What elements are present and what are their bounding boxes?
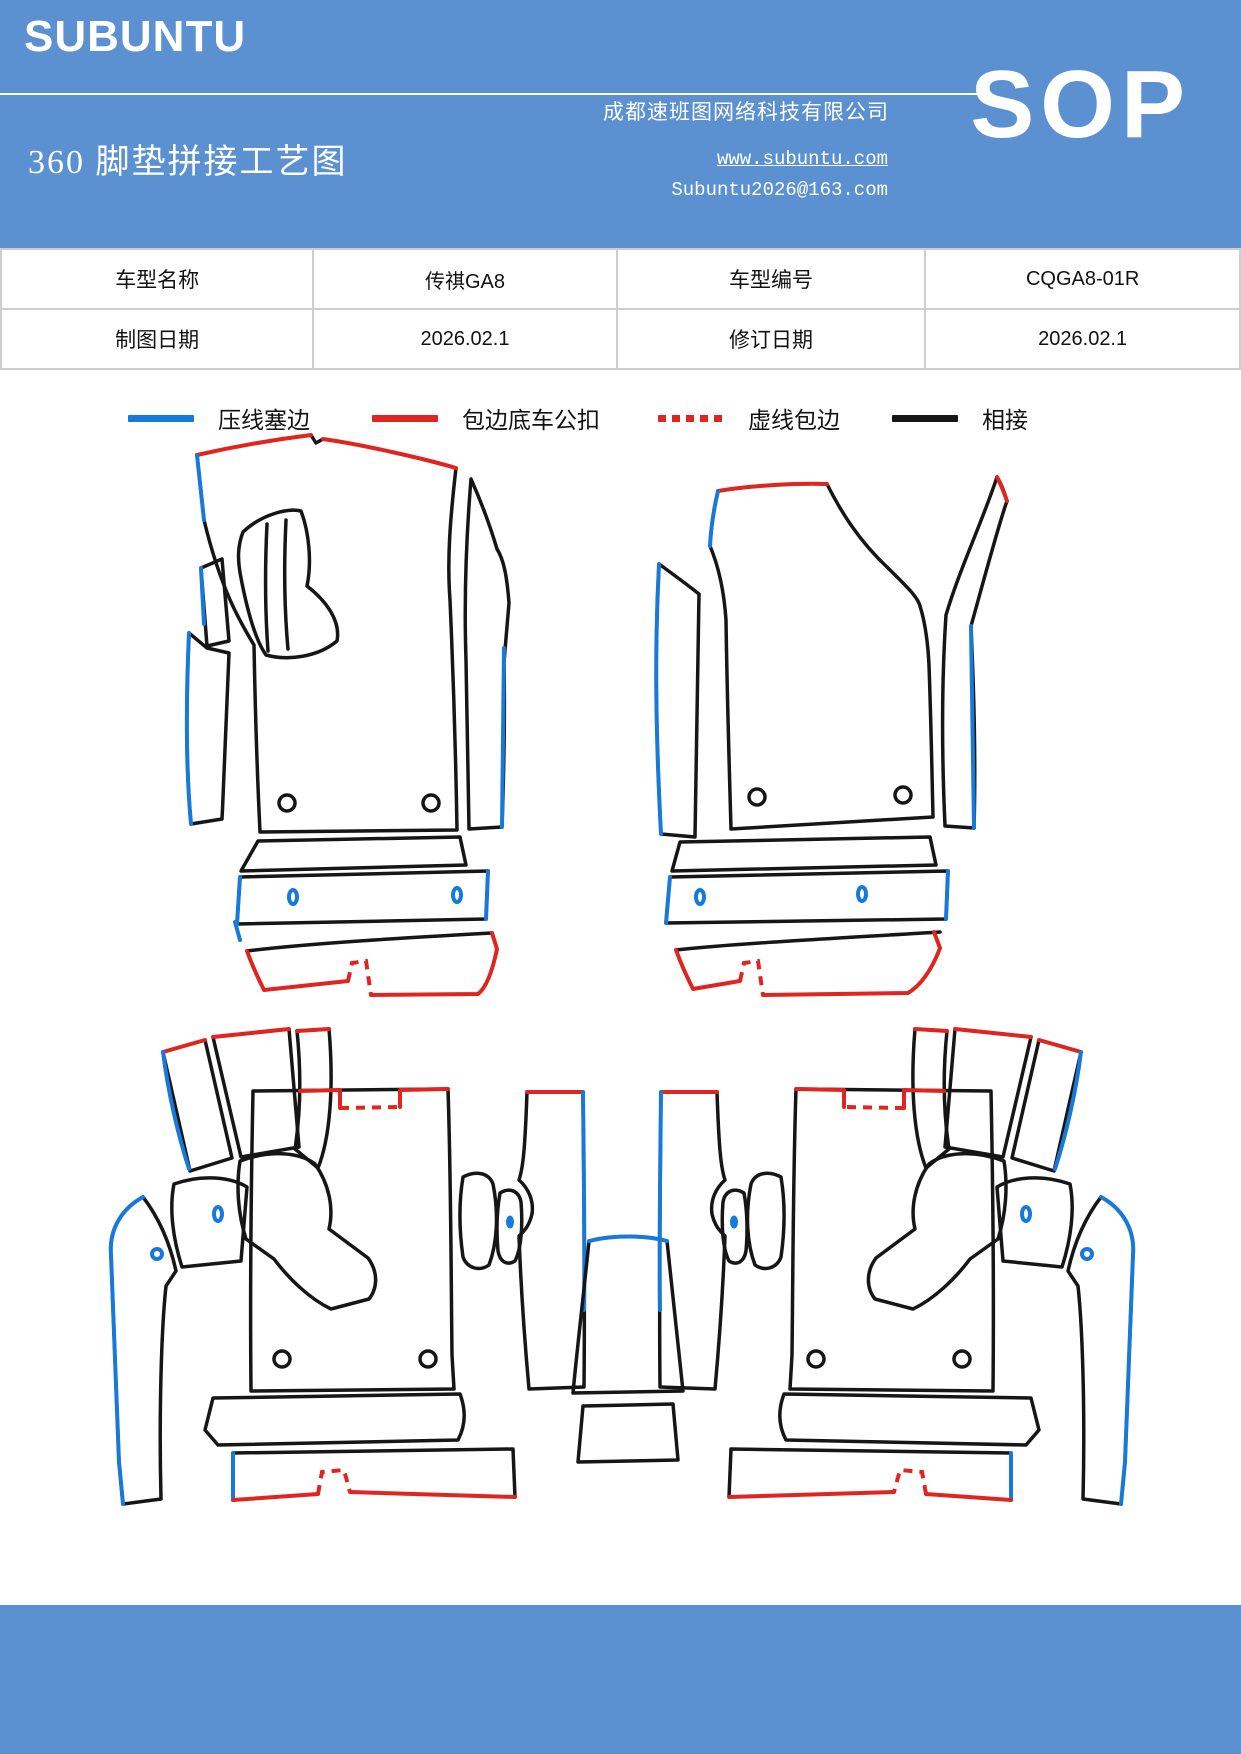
line-type-legend: 压线塞边 包边底车公扣 虚线包边 相接 <box>0 400 1241 436</box>
legend-item-bind-edge: 包边底车公扣 <box>372 400 600 436</box>
draw-date-label: 制图日期 <box>0 308 315 370</box>
revise-date-value: 2026.02.1 <box>924 308 1241 370</box>
model-name-value: 传祺GA8 <box>312 248 618 310</box>
black-line-swatch <box>892 414 958 422</box>
front-right-mat-drawing <box>654 475 1009 997</box>
legend-label: 包边底车公扣 <box>462 408 600 433</box>
legend-item-join: 相接 <box>892 400 1028 436</box>
header-divider <box>0 93 992 95</box>
revise-date-label: 修订日期 <box>615 308 927 370</box>
legend-item-dashed-edge: 虚线包边 <box>658 400 840 436</box>
table-row: 制图日期 2026.02.1 修订日期 2026.02.1 <box>0 308 1241 370</box>
sop-badge: SOP <box>970 51 1191 158</box>
footer-band: 成都速班图网络科技有限公司 www. subuntu. com <box>0 1605 1241 1754</box>
legend-item-press-edge: 压线塞边 <box>128 400 310 436</box>
rear-right-mat-drawing <box>657 1027 1136 1506</box>
brand-logo: SUBUNTU <box>24 12 247 61</box>
front-left-mat-drawing <box>184 433 511 997</box>
email-address: Subuntu2026@163.com <box>671 179 888 201</box>
model-code-label: 车型编号 <box>615 248 927 310</box>
legend-label: 压线塞边 <box>218 408 310 433</box>
table-row: 车型名称 传祺GA8 车型编号 CQGA8-01R <box>0 248 1241 310</box>
red-dashed-swatch <box>658 414 724 422</box>
legend-label: 虚线包边 <box>748 408 840 433</box>
vehicle-info-table: 车型名称 传祺GA8 车型编号 CQGA8-01R 制图日期 2026.02.1… <box>0 248 1241 370</box>
model-code-value: CQGA8-01R <box>924 248 1241 310</box>
blue-line-swatch <box>128 414 194 422</box>
red-line-swatch <box>372 414 438 422</box>
legend-label: 相接 <box>982 408 1028 433</box>
model-name-label: 车型名称 <box>0 248 315 310</box>
mat-splicing-diagram <box>108 433 1136 1506</box>
website-link[interactable]: www.subuntu.com <box>716 148 888 170</box>
page-title: 360 脚垫拼接工艺图 <box>28 144 348 181</box>
center-tunnel-mat-drawing <box>571 1234 685 1464</box>
header-band: SUBUNTU 360 脚垫拼接工艺图 成都速班图网络科技有限公司 www.su… <box>0 0 1241 248</box>
draw-date-value: 2026.02.1 <box>312 308 618 370</box>
rear-left-mat-drawing <box>108 1027 587 1506</box>
company-name: 成都速班图网络科技有限公司 <box>603 100 889 124</box>
